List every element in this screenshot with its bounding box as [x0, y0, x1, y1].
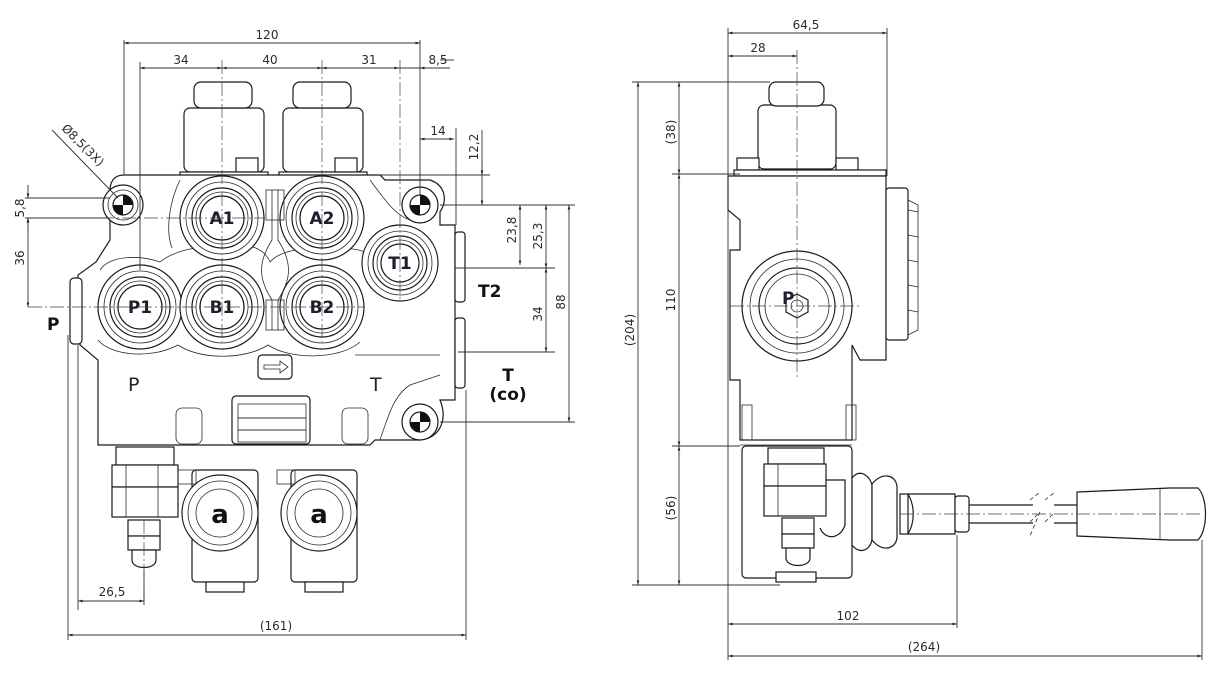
dim-spool-offset: 28	[750, 41, 765, 55]
dim-p-port-offset: 36	[13, 250, 27, 265]
dim-t1-depth-b: 25,3	[531, 223, 545, 250]
spool-housing-1: a	[177, 469, 259, 593]
logo-a-1: a	[211, 500, 229, 530]
dim-t-port-spacing: 34	[531, 306, 545, 321]
dim-t1-offset: 31	[361, 53, 376, 67]
flow-arrow-plate	[257, 354, 293, 380]
spool-cap-2	[278, 81, 368, 177]
dim-body-height: 110	[664, 289, 678, 312]
front-view: A1 A2 P1 B1	[13, 28, 575, 640]
dim-t1-depth-a: 23,8	[505, 217, 519, 244]
dim-overall-height: (204)	[623, 314, 637, 346]
dim-bottom-height: (56)	[664, 496, 678, 521]
dim-overall-mount-width: 120	[256, 28, 279, 42]
label-t: T	[502, 366, 514, 386]
dim-body-depth: 64,5	[793, 18, 820, 32]
t-boss	[454, 317, 466, 389]
cast-mark-p: P	[128, 374, 139, 396]
dim-edge-offset: 8,5	[428, 53, 447, 67]
mount-hole-top-left	[102, 184, 144, 226]
logo-a-2: a	[310, 500, 328, 530]
label-t2: T2	[478, 282, 501, 302]
port-label-p1: P1	[128, 298, 152, 318]
nameplate	[231, 395, 311, 445]
lever-handle	[851, 472, 1207, 552]
dim-mount-height: 88	[554, 294, 568, 309]
lever-bracket	[885, 187, 909, 341]
dim-tab-width: 14	[430, 124, 445, 138]
dim-bottom-offset: 26,5	[99, 585, 126, 599]
side-port-label-p: P	[782, 289, 794, 309]
label-p-side: P	[47, 315, 59, 335]
spool-cap-1	[179, 81, 269, 177]
p-boss	[69, 277, 83, 345]
dim-lever-offset: 102	[837, 609, 860, 623]
dim-tab-height: 12,2	[467, 134, 481, 161]
t2-boss	[454, 231, 466, 303]
label-t-co: (co)	[489, 385, 526, 405]
dim-spool-pitch: 40	[262, 53, 277, 67]
dim-overall-length: (264)	[908, 640, 940, 654]
dim-a1-offset: 34	[173, 53, 188, 67]
dim-overall-width: (161)	[260, 619, 292, 633]
inlet-fitting	[111, 446, 179, 604]
side-view: P	[623, 18, 1207, 660]
spool-housing-2: a	[276, 469, 358, 593]
mount-hole-bottom-right	[401, 403, 439, 441]
cast-mark-t: T	[369, 374, 382, 396]
dim-hole-offset-v: 5,8	[13, 198, 27, 217]
dim-top-height: (38)	[664, 120, 678, 145]
